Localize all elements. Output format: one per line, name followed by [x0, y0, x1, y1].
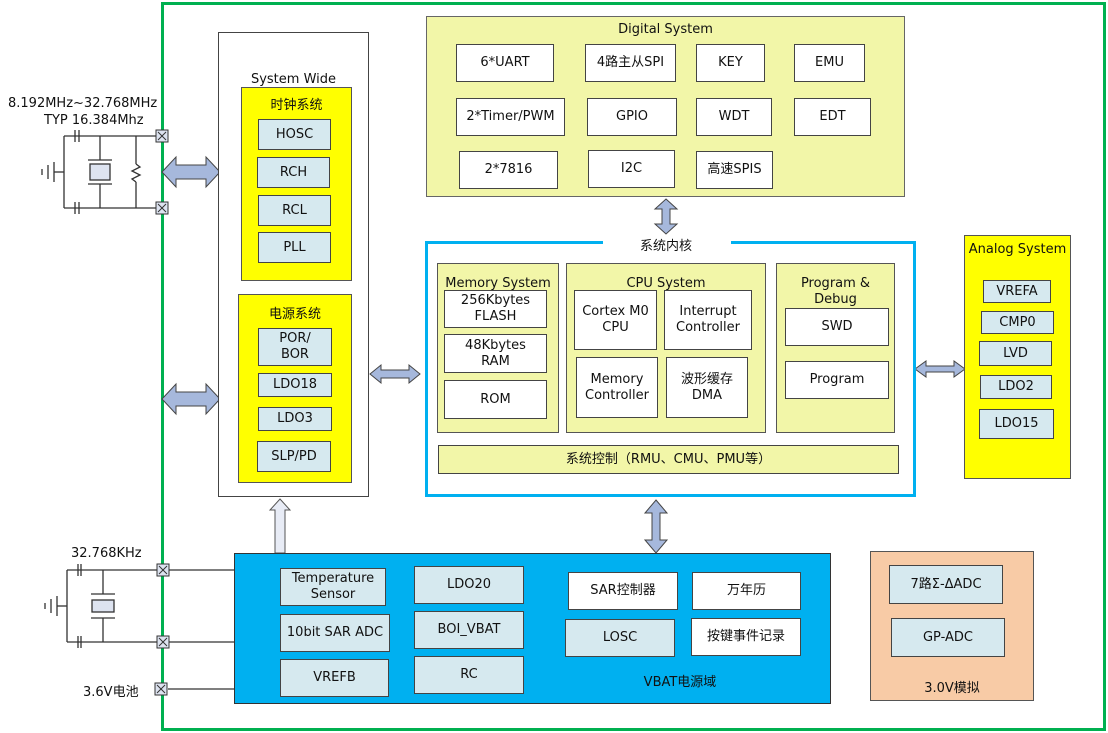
program-debug-title: Program & Debug	[800, 276, 871, 307]
vbat-item-rc: RC	[414, 656, 524, 694]
vbat-item-temperature-sensor: Temperature Sensor	[280, 568, 386, 606]
core-vbat-arrow	[643, 499, 669, 554]
clock-item-pll: PLL	[258, 232, 331, 263]
hosc-pin-2	[155, 201, 169, 215]
losc-crystal-label: 32.768KHz	[71, 546, 142, 561]
cpu-system-title: CPU System	[626, 276, 706, 291]
debug-item-swd: SWD	[785, 308, 889, 346]
core-analog-arrow	[914, 360, 966, 378]
cpu-item-cortex-m0: Cortex M0 CPU	[574, 290, 657, 350]
chip-boundary	[161, 2, 1106, 731]
system-control-bar: 系统控制（RMU、CMU、PMU等）	[438, 445, 899, 474]
digital-item-edt: EDT	[794, 98, 871, 136]
system-core-top-border-right	[731, 241, 916, 244]
power-system-title: 电源系统	[268, 307, 321, 322]
analog-item-cmp0: CMP0	[981, 311, 1054, 334]
digital-item-high-speed-spis: 高速SPIS	[696, 151, 773, 189]
analog-3v-title: 3.0V模拟	[924, 681, 980, 696]
losc-pin-2	[156, 635, 170, 649]
vbat-item-vrefb: VREFB	[280, 659, 389, 697]
power-item-por-bor: POR/ BOR	[258, 328, 332, 366]
memory-item-rom: ROM	[444, 380, 547, 419]
power-item-slp-pd: SLP/PD	[257, 441, 331, 472]
hosc-pin-1	[155, 129, 169, 143]
digital-item-key: KEY	[696, 44, 765, 82]
vbat-domain-title: VBAT电源域	[643, 675, 717, 690]
analog-system-title: Analog System	[968, 242, 1067, 257]
memory-item-ram: 48Kbytes RAM	[444, 334, 547, 373]
vbat-item-ldo20: LDO20	[414, 566, 524, 604]
power-item-ldo3: LDO3	[258, 407, 332, 431]
digital-core-arrow	[653, 198, 679, 235]
system-core-top-border-left	[425, 241, 603, 244]
program-debug-block	[776, 263, 895, 433]
memory-system-title: Memory System	[445, 276, 551, 291]
digital-item-emu: EMU	[794, 44, 865, 82]
analog3v-item-gp-adc: GP-ADC	[891, 618, 1005, 657]
digital-item-wdt: WDT	[696, 98, 772, 136]
clock-item-rch: RCH	[257, 157, 330, 188]
clock-item-rcl: RCL	[258, 195, 331, 226]
system-wide-title: System Wide	[250, 72, 337, 87]
battery-label: 3.6V电池	[83, 685, 139, 700]
vbat-systemwide-arrow	[268, 498, 292, 554]
systemwide-core-arrow	[369, 363, 421, 385]
cpu-item-dma: 波形缓存 DMA	[666, 357, 748, 418]
clock-io-arrow	[161, 155, 221, 189]
vbat-item-losc: LOSC	[565, 619, 675, 657]
analog-item-vrefa: VREFA	[983, 280, 1051, 303]
analog3v-item-sigma-delta-adc: 7路Σ-ΔADC	[889, 565, 1003, 604]
analog-item-ldo2: LDO2	[980, 375, 1052, 399]
digital-item-7816: 2*7816	[459, 151, 558, 189]
debug-item-program: Program	[785, 361, 889, 399]
digital-system-title: Digital System	[618, 22, 713, 37]
digital-item-spi: 4路主从SPI	[585, 44, 676, 82]
clock-system-title: 时钟系统	[270, 98, 323, 113]
vbat-item-boi-vbat: BOI_VBAT	[414, 611, 524, 649]
power-io-arrow	[161, 382, 221, 416]
cpu-item-interrupt-controller: Interrupt Controller	[664, 290, 752, 350]
cpu-item-memory-controller: Memory Controller	[576, 357, 658, 418]
analog-item-ldo15: LDO15	[979, 409, 1054, 439]
vbat-item-sar-adc: 10bit SAR ADC	[280, 614, 390, 652]
battery-pin	[154, 682, 168, 696]
digital-item-gpio: GPIO	[587, 98, 677, 136]
digital-item-timer-pwm: 2*Timer/PWM	[456, 98, 565, 136]
system-core-title: 系统内核	[639, 239, 692, 254]
power-item-ldo18: LDO18	[258, 373, 332, 397]
losc-crystal-circuit	[44, 564, 235, 690]
hosc-crystal-typ-label: TYP 16.384Mhz	[44, 113, 144, 128]
hosc-crystal-circuit	[41, 130, 161, 214]
digital-item-uart: 6*UART	[456, 44, 554, 82]
system-core-block	[425, 241, 916, 497]
vbat-item-sar-controller: SAR控制器	[568, 572, 678, 610]
digital-item-i2c: I2C	[588, 150, 675, 188]
vbat-item-key-event-log: 按键事件记录	[691, 618, 801, 656]
vbat-item-calendar: 万年历	[692, 572, 801, 610]
losc-pin-1	[156, 563, 170, 577]
memory-item-flash: 256Kbytes FLASH	[444, 290, 547, 328]
analog-item-lvd: LVD	[979, 341, 1052, 366]
hosc-crystal-range-label: 8.192MHz~32.768MHz	[8, 96, 158, 111]
clock-item-hosc: HOSC	[258, 119, 331, 150]
